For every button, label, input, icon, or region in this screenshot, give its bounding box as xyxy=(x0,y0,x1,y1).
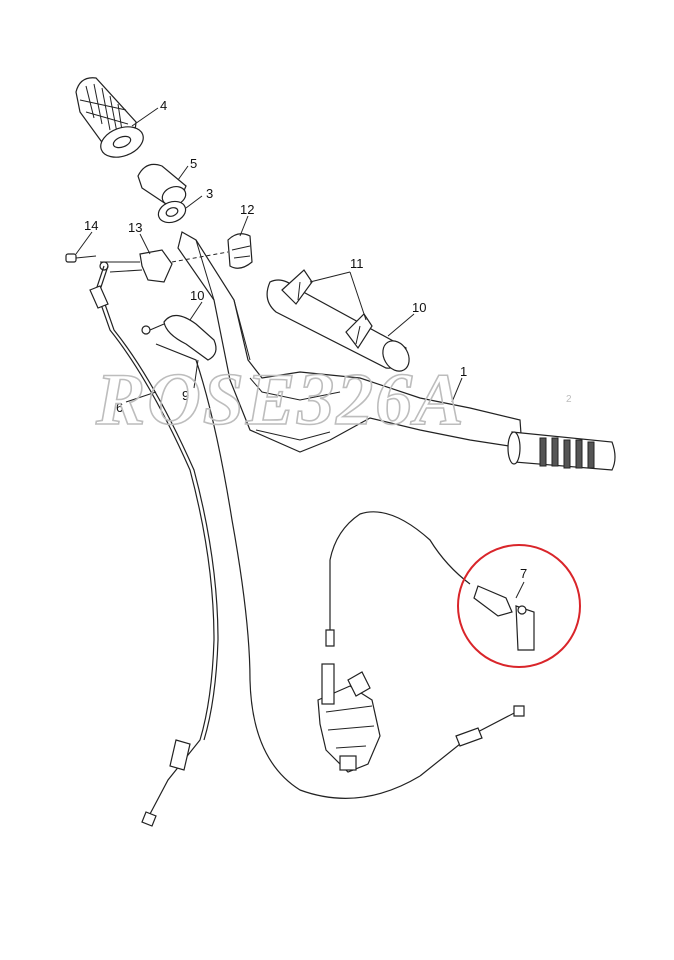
right-grip-ribs xyxy=(539,437,595,469)
carburetor[interactable] xyxy=(317,663,381,773)
clamp-half[interactable] xyxy=(227,233,253,269)
right-grip[interactable] xyxy=(507,431,616,471)
callout-7: 7 xyxy=(520,566,527,581)
callout-13: 13 xyxy=(128,220,142,235)
throttle-cable[interactable] xyxy=(89,265,219,827)
callout-8: 9 xyxy=(182,388,189,403)
callout-6: 6 xyxy=(116,400,123,415)
callout-leaders xyxy=(75,107,525,599)
cable-boot[interactable] xyxy=(141,314,217,361)
callout-12: 12 xyxy=(240,202,254,217)
throttle-housing[interactable] xyxy=(99,249,173,283)
callout-5: 5 xyxy=(190,156,197,171)
handlebar-pad[interactable] xyxy=(266,279,414,376)
watermark-text: ROSE326A xyxy=(95,359,466,441)
callout-4: 4 xyxy=(160,98,167,113)
callout-3: 3 xyxy=(206,186,213,201)
choke-cable[interactable] xyxy=(325,511,525,777)
watermark: ROSE326A 2 xyxy=(94,358,572,442)
watermark-superscript: 2 xyxy=(566,394,572,405)
callout-14: 14 xyxy=(84,218,98,233)
throttle-cable-inner[interactable] xyxy=(155,343,421,799)
choke-lever[interactable] xyxy=(473,585,535,651)
callout-1: 1 xyxy=(460,364,467,379)
callout-10: 10 xyxy=(412,300,426,315)
screw[interactable] xyxy=(65,253,97,263)
throttle-ring[interactable] xyxy=(155,198,188,226)
pad-straps[interactable] xyxy=(281,269,373,350)
alignment-line xyxy=(171,251,229,263)
callout-labels: 4 5 3 12 13 14 10 9 6 10 11 1 7 xyxy=(84,98,527,581)
highlight-circle xyxy=(457,544,581,668)
throttle-collar[interactable] xyxy=(137,163,188,208)
left-grip[interactable] xyxy=(75,77,147,163)
callout-9: 10 xyxy=(190,288,204,303)
callout-11: 11 xyxy=(350,256,364,271)
